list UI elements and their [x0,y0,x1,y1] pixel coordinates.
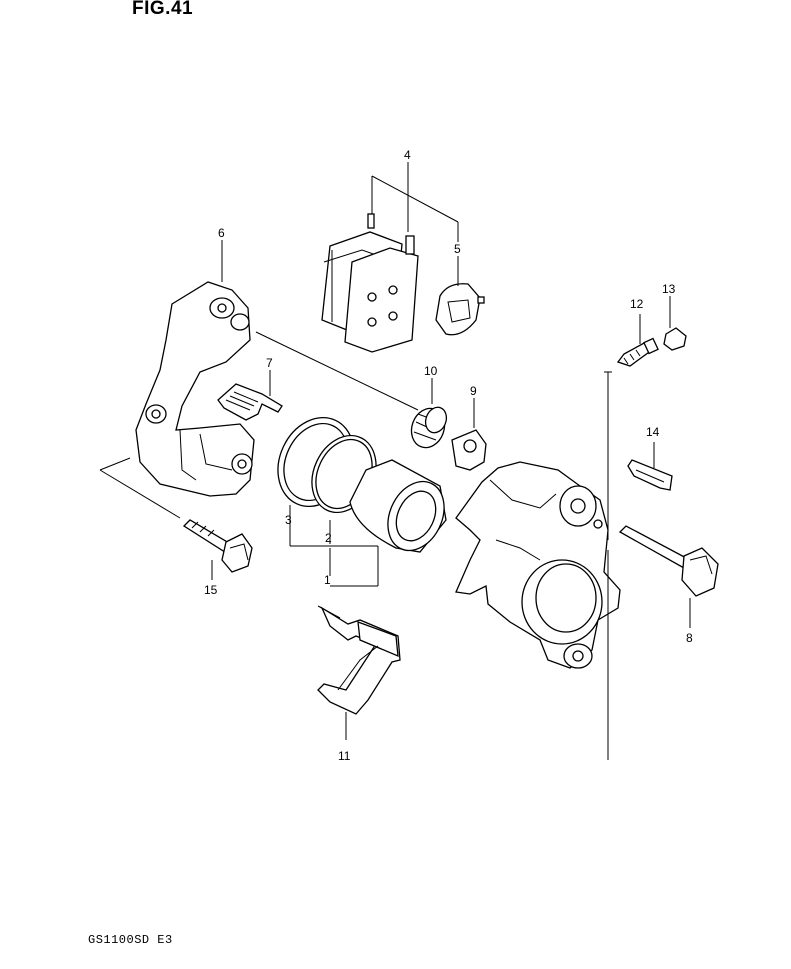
callout-5: 5 [454,242,461,256]
pad-spring [217,383,283,421]
bellows-boot [410,406,448,449]
callout-9: 9 [470,384,477,398]
callout-3: 3 [285,513,292,527]
brake-pad-set [321,213,419,353]
callout-6: 6 [218,226,225,240]
caliper-body [455,461,621,669]
callout-8: 8 [686,631,693,645]
callout-12: 12 [630,297,644,311]
callout-2: 2 [325,531,332,545]
callout-11: 11 [338,749,351,763]
figure-title: FIG.41 [132,0,194,19]
callout-15: 15 [204,583,218,597]
pin-cap [451,429,487,471]
callout-13: 13 [662,282,676,296]
housing-bolt [618,525,719,597]
callout-1: 1 [324,573,331,587]
piston [349,459,447,553]
mounting-bolt [182,519,253,573]
caliper-clip [627,459,673,491]
callout-7: 7 [266,356,273,370]
pad-retainer [317,605,401,715]
pad-shim [435,283,485,336]
callout-10: 10 [424,364,438,378]
bleeder-valve [616,337,659,367]
callout-4: 4 [404,148,411,162]
caliper-bracket [135,281,255,497]
model-code-footer: GS1100SD E3 [88,933,173,947]
bleeder-cap [663,327,687,351]
callout-14: 14 [646,425,660,439]
